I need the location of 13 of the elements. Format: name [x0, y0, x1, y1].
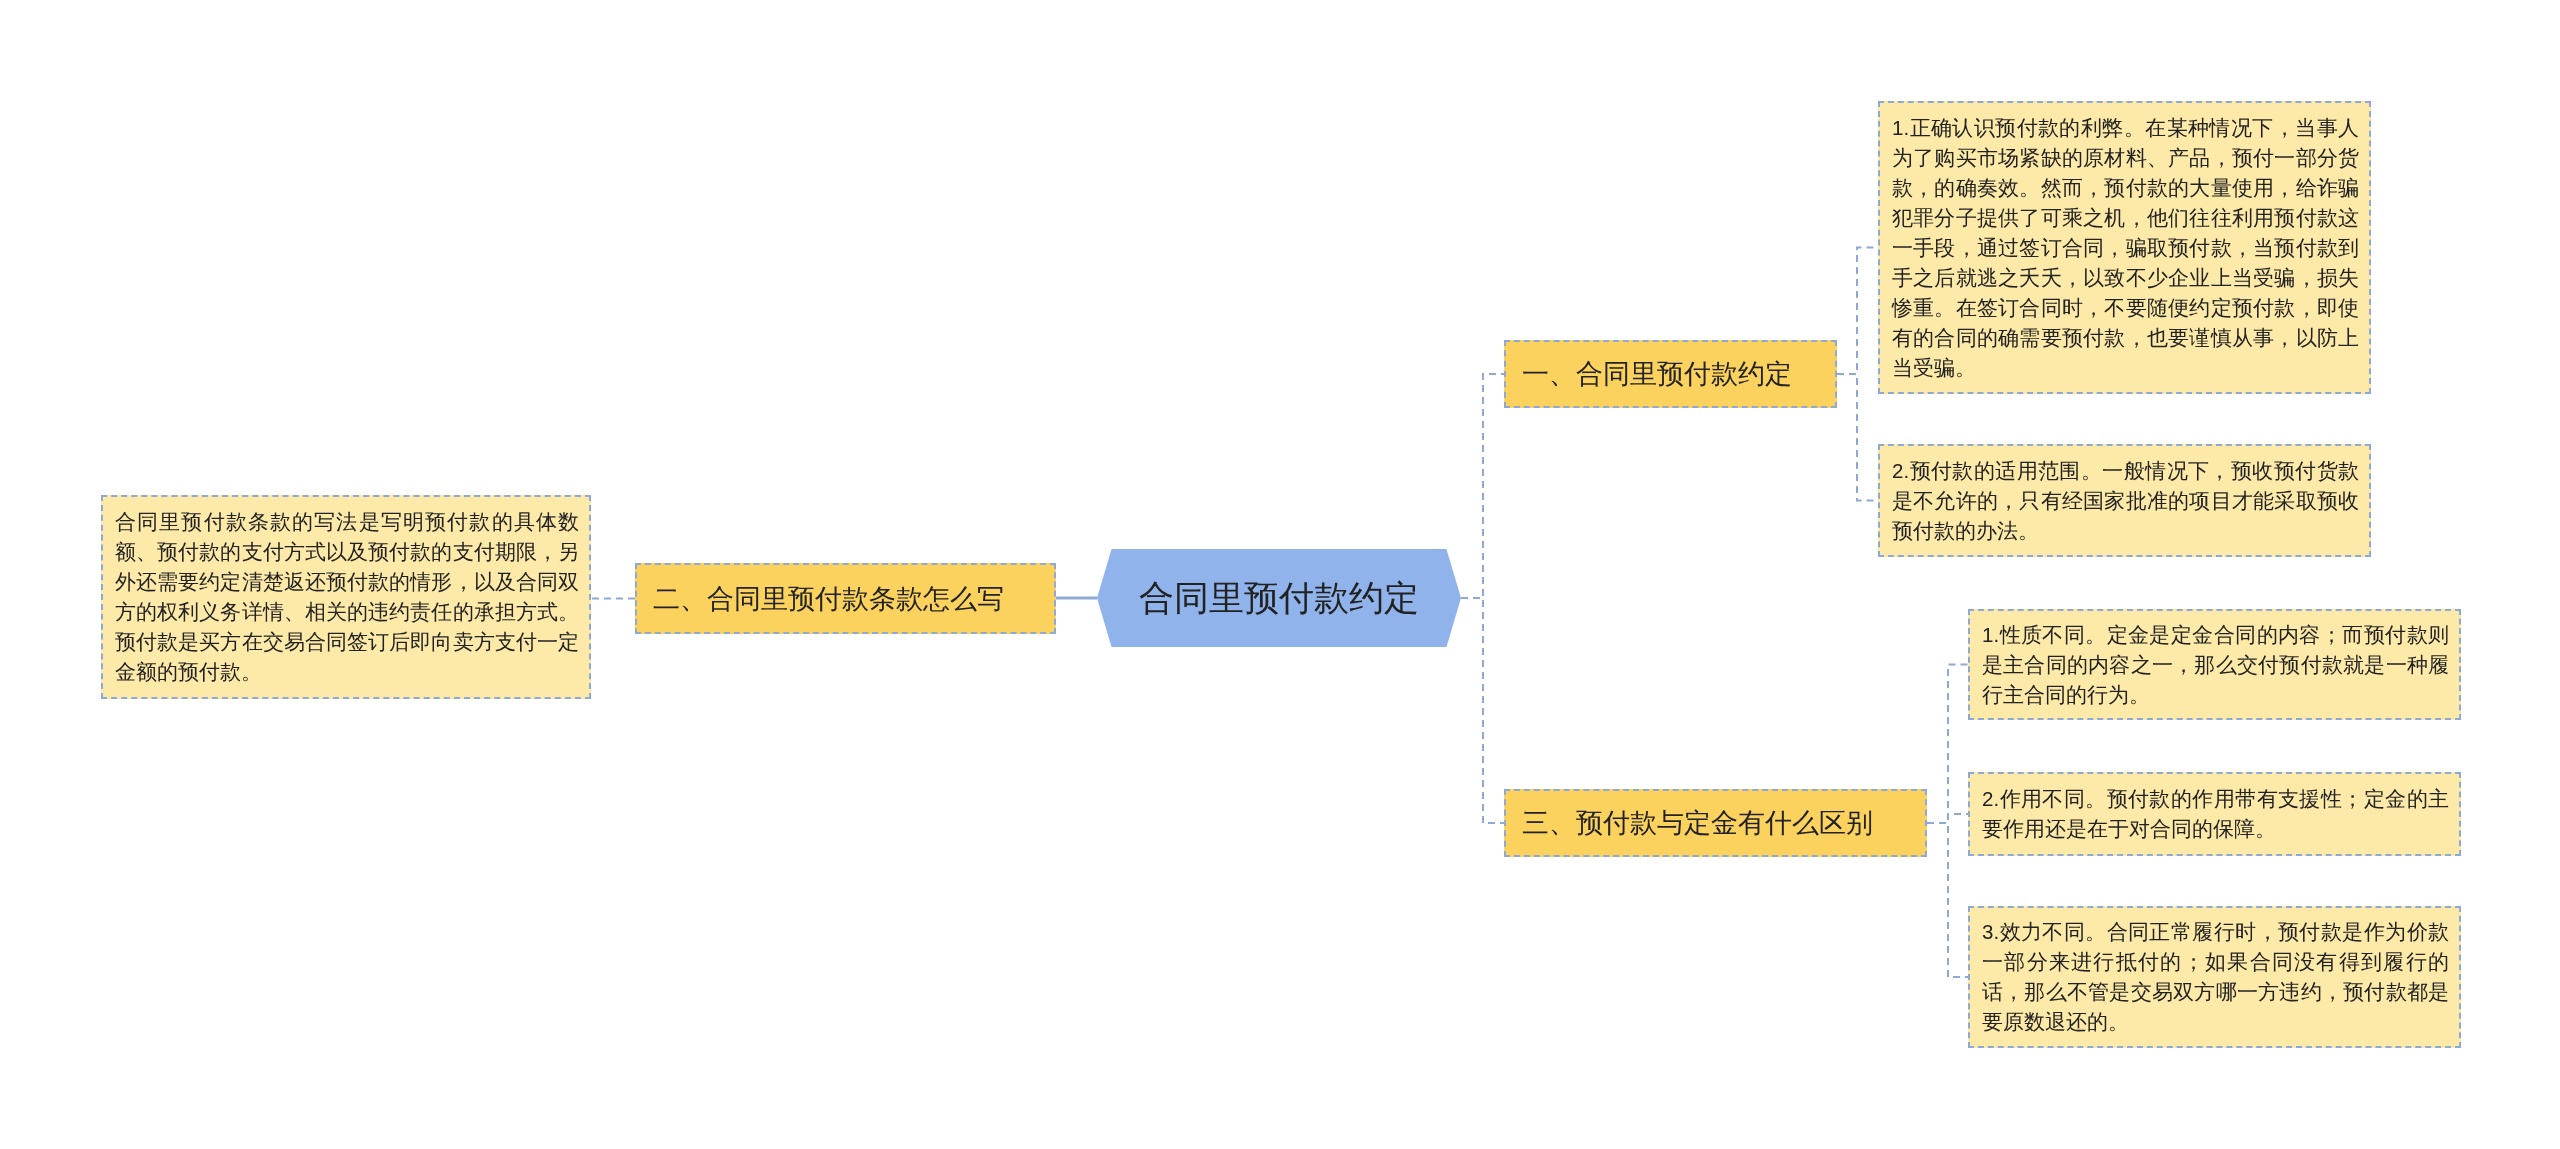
connector-line — [1926, 822, 1969, 978]
connector-line — [1056, 596, 1097, 600]
note-box: 2.作用不同。预付款的作用带有支援性；定金的主要作用还是在于对合同的保障。 — [1968, 772, 2461, 856]
connector-line — [1460, 597, 1505, 824]
note-box: 合同里预付款条款的写法是写明预付款的具体数额、预付款的支付方式以及预付款的支付期限，另外还需要约定清楚返还预付款的情形，以及合同双方的权利义务详情、相关的违约责任的承担方式。预付款是买方在交易合同签订后即向卖方支付一定金额的预付款。 — [101, 495, 591, 699]
connector-line — [590, 597, 636, 600]
note-box: 3.效力不同。合同正常履行时，预付款是作为价款一部分来进行抵付的；如果合同没有得到履行的话，那么不管是交易双方哪一方违约，预付款都是要原数退还的。 — [1968, 906, 2461, 1048]
topic-box: 三、预付款与定金有什么区别 — [1504, 789, 1927, 857]
note-box: 1.性质不同。定金是定金合同的内容；而预付款则是主合同的内容之一，那么交付预付款就是一种履行主合同的行为。 — [1968, 609, 2461, 720]
note-box: 2.预付款的适用范围。一般情况下，预收预付货款是不允许的，只有经国家批准的项目才能采取预收预付款的办法。 — [1878, 444, 2371, 557]
topic-box: 一、合同里预付款约定 — [1504, 340, 1837, 408]
note-box: 1.正确认识预付款的利弊。在某种情况下，当事人为了购买市场紧缺的原材料、产品，预付一部分货款，的确奏效。然而，预付款的大量使用，给诈骗犯罪分子提供了可乘之机，他们往往利用预付款这一手段，通过签订合同，骗取预付款，当预付款到手之后就逃之夭夭，以致不少企业上当受骗，损失惨重。在签订合同时，不要随便约定预付款，即使有的合同的确需要预付款，也要谨慎从事，以防上当受骗。 — [1878, 101, 2371, 394]
topic-box: 二、合同里预付款条款怎么写 — [635, 563, 1056, 634]
